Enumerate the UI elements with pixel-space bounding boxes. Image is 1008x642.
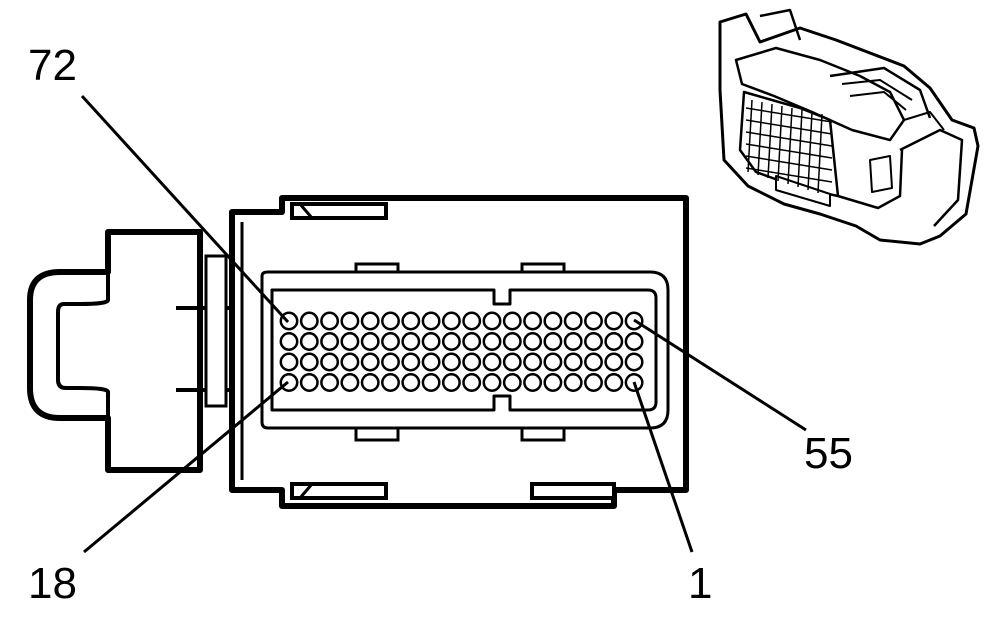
pin-hole — [604, 352, 624, 372]
pin-label-18: 18 — [28, 559, 77, 608]
pin-hole — [320, 311, 340, 331]
pin-hole — [502, 373, 522, 392]
pin-hole — [563, 373, 583, 392]
pin-hole — [381, 311, 400, 331]
pin-hole — [624, 332, 644, 351]
pin-hole — [441, 311, 461, 331]
pin-hole — [299, 352, 319, 372]
pin-hole — [441, 373, 461, 392]
pin-hole — [340, 373, 360, 392]
pin-hole — [279, 373, 299, 392]
pin-hole — [523, 332, 543, 351]
leader-line-55 — [633, 318, 807, 432]
pin-hole — [401, 311, 421, 331]
pin-hole — [543, 332, 563, 351]
pin-hole — [624, 352, 644, 372]
pin-hole — [401, 373, 421, 392]
pin-hole — [381, 332, 400, 351]
pin-hole — [462, 311, 482, 331]
pin-hole — [279, 352, 299, 372]
connector-3d-view-icon — [718, 8, 980, 246]
pin-hole — [482, 352, 502, 372]
pin-hole — [604, 332, 624, 351]
pin-hole — [340, 332, 360, 351]
pin-hole — [381, 352, 400, 372]
pin-hole — [462, 352, 482, 372]
pin-hole — [401, 352, 421, 372]
pin-hole-grid — [279, 311, 644, 392]
leader-line-1 — [632, 381, 694, 553]
leader-line-18 — [83, 380, 289, 554]
pin-hole — [279, 332, 299, 351]
leader-line-72 — [80, 94, 290, 324]
pin-hole — [360, 373, 380, 392]
pin-hole — [523, 311, 543, 331]
pin-hole — [299, 332, 319, 351]
pin-hole — [563, 352, 583, 372]
pin-hole — [299, 373, 319, 392]
pin-label-1: 1 — [688, 559, 713, 608]
pin-hole — [421, 311, 441, 331]
pin-hole — [482, 373, 502, 392]
pin-hole — [421, 332, 441, 351]
pin-hole — [360, 332, 380, 351]
pin-hole — [381, 373, 400, 392]
pin-hole — [523, 352, 543, 372]
pin-label-55: 55 — [804, 429, 853, 478]
pin-hole — [584, 352, 603, 372]
pin-hole — [462, 332, 482, 351]
pin-hole — [441, 332, 461, 351]
pin-hole — [320, 352, 340, 372]
pin-hole — [340, 352, 360, 372]
pin-hole — [299, 311, 319, 331]
pin-hole — [563, 332, 583, 351]
pin-hole — [604, 311, 624, 331]
pin-hole — [543, 373, 563, 392]
pin-hole — [401, 332, 421, 351]
pin-hole — [320, 373, 340, 392]
pin-hole — [421, 352, 441, 372]
pin-hole — [360, 352, 380, 372]
pin-hole — [462, 373, 482, 392]
pin-hole — [604, 373, 624, 392]
pin-hole — [502, 311, 522, 331]
pin-hole — [502, 352, 522, 372]
pin-hole — [482, 311, 502, 331]
pin-hole — [563, 311, 583, 331]
pin-hole — [584, 373, 603, 392]
pin-hole — [482, 332, 502, 351]
pin-hole — [543, 352, 563, 372]
pin-hole — [584, 332, 603, 351]
pin-label-72: 72 — [28, 41, 77, 90]
pin-hole — [584, 311, 603, 331]
pin-hole — [421, 373, 441, 392]
pin-hole — [523, 373, 543, 392]
pin-hole — [441, 352, 461, 372]
pin-hole — [360, 311, 380, 331]
pin-hole — [320, 332, 340, 351]
pin-hole — [502, 332, 522, 351]
pin-hole — [340, 311, 360, 331]
connector-latch — [27, 229, 203, 473]
pin-hole — [543, 311, 563, 331]
